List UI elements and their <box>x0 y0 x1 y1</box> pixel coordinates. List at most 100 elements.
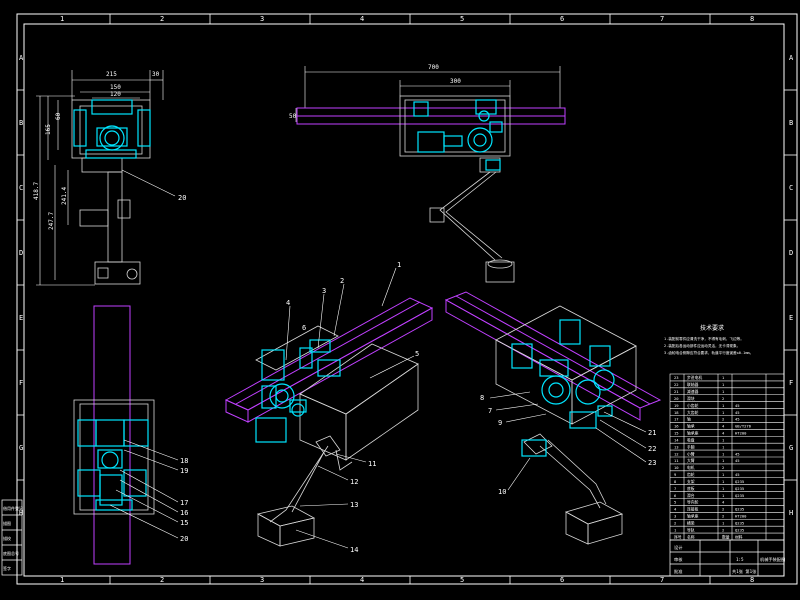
left-stamp-column <box>1 499 23 576</box>
parts-table-cell: 小臂 <box>687 451 695 456</box>
parts-table-cell: 减速器 <box>687 389 699 394</box>
callout-number: 21 <box>648 429 656 437</box>
plan-view-cyan-parts <box>77 419 149 511</box>
callout-number: 23 <box>648 459 656 467</box>
parts-table-cell: 15 <box>674 431 679 436</box>
parts-table-cell: 导轨 <box>687 527 695 532</box>
drawing-frame <box>16 13 798 585</box>
parts-table-cell: 1 <box>722 520 725 525</box>
parts-table-cell: 8 <box>674 479 677 484</box>
parts-table-cell: 吸盘 <box>687 437 695 442</box>
border-letter: D <box>789 249 793 257</box>
parts-table-cell: 23 <box>674 375 679 380</box>
parts-table-cell: 22 <box>674 382 679 387</box>
parts-table-cell: Q235 <box>735 479 744 484</box>
front-view-dimensions <box>36 70 164 286</box>
title-approve: 批准 <box>674 568 682 575</box>
callout-number: 19 <box>180 467 188 475</box>
dim-label: 150 <box>110 84 121 91</box>
iso-right-view: 8 7 9 10 21 22 23 <box>444 291 662 545</box>
top-view-carriage <box>399 95 515 283</box>
tech-notes: 技术要求 1.装配前零件应清洗干净，不得有毛刺、飞边等。 2.装配后各运动部件应… <box>664 324 753 355</box>
callout-number: 3 <box>322 287 326 295</box>
parts-table-cell: 4 <box>722 424 725 429</box>
border-letter: C <box>19 184 23 192</box>
callout-number: 11 <box>368 460 376 468</box>
dim-label: 50 <box>289 113 297 120</box>
stamp-label: 借用件登记 <box>3 505 23 511</box>
parts-table-cell: 2 <box>722 527 724 532</box>
parts-table-header-cell: 名称 <box>687 534 695 539</box>
parts-table-cell: 4 <box>722 500 725 505</box>
parts-table-cell: 1 <box>722 458 725 463</box>
border-number: 1 <box>60 576 64 584</box>
left-stamp-labels: 借用件登记 描图 描校 底图总号 签字 <box>3 505 23 571</box>
dim-label: 418.7 <box>33 182 40 200</box>
parts-table-cell: 2 <box>722 507 724 512</box>
parts-table-cell: Q235 <box>735 527 744 532</box>
iso-right-callouts: 8 7 9 10 21 22 23 <box>480 394 656 496</box>
iso-left-view: 1 2 3 4 5 6 11 12 13 14 <box>224 261 434 554</box>
parts-table-cell: 45 <box>735 410 740 415</box>
parts-table-cell: 11 <box>674 458 679 463</box>
border-top-numbers: 1 2 3 4 5 6 7 8 <box>60 15 754 23</box>
border-number: 5 <box>460 576 464 584</box>
parts-table-cell: 1 <box>674 527 677 532</box>
top-view-dimensions <box>295 66 561 122</box>
parts-table-cell: 21 <box>674 389 679 394</box>
parts-table-cell: 5 <box>674 500 676 505</box>
parts-table-cell: 1 <box>722 437 725 442</box>
border-letter: E <box>19 314 23 322</box>
border-number: 4 <box>360 576 364 584</box>
parts-table-cell: 支架 <box>687 479 695 484</box>
callout-number: 1 <box>397 261 401 269</box>
parts-table-cell: 轴 <box>687 417 691 422</box>
border-number: 6 <box>560 15 564 23</box>
top-view-rail <box>296 107 566 125</box>
border-letter: A <box>789 54 794 62</box>
parts-table-header-cell: 数量 <box>722 534 730 539</box>
border-number: 7 <box>660 15 664 23</box>
border-number: 8 <box>750 576 754 584</box>
dim-label: 241.4 <box>61 187 68 205</box>
border-letter: B <box>19 119 23 127</box>
parts-table-cell: 2 <box>722 465 724 470</box>
parts-table-cell: 2 <box>674 520 676 525</box>
dim-label: 30 <box>152 71 160 78</box>
parts-table-cell: 联轴器 <box>687 382 699 387</box>
callout-number: 14 <box>350 546 358 554</box>
plan-view-callouts: 18 19 17 16 15 20 <box>180 457 188 543</box>
tech-note-line: 1.装配前零件应清洗干净，不得有毛刺、飞边等。 <box>664 336 744 341</box>
border-letter: C <box>789 184 793 192</box>
iso-left-carriage <box>255 325 419 547</box>
parts-table-cell: 底板 <box>687 486 695 491</box>
parts-table-cell: 45 <box>735 451 740 456</box>
parts-table-cell: 2 <box>722 396 724 401</box>
parts-table-cell: 45 <box>735 458 740 463</box>
dim-label: 247.7 <box>48 212 55 230</box>
iso-left-rail <box>224 297 434 423</box>
parts-table-cell: 1 <box>722 403 725 408</box>
parts-table-cell: HT200 <box>735 431 747 436</box>
parts-table-cell: 10 <box>674 465 679 470</box>
stamp-label: 描图 <box>3 520 11 526</box>
border-letter: D <box>19 249 23 257</box>
border-number: 6 <box>560 576 564 584</box>
parts-table-cell: 步进电机 <box>687 375 702 380</box>
parts-table-cell: 9 <box>674 472 677 477</box>
parts-table-cell: 电机 <box>687 465 695 470</box>
parts-table-cell: 轴承 <box>687 424 695 429</box>
border-number: 8 <box>750 15 754 23</box>
border-letter: G <box>19 444 23 452</box>
iso-right-leaders <box>489 391 647 491</box>
drawing-name: 机械手装配图 <box>760 556 785 563</box>
border-letter: G <box>789 444 793 452</box>
iso-left-callouts: 1 2 3 4 5 6 11 12 13 14 <box>286 261 419 554</box>
parts-table-cell: 连接板 <box>687 507 699 512</box>
parts-table-cell: 大齿轮 <box>687 410 699 415</box>
title-sheet: 共1张 第1张 <box>732 568 757 575</box>
parts-table-cell: 滑台 <box>687 493 695 498</box>
border-number: 7 <box>660 576 664 584</box>
